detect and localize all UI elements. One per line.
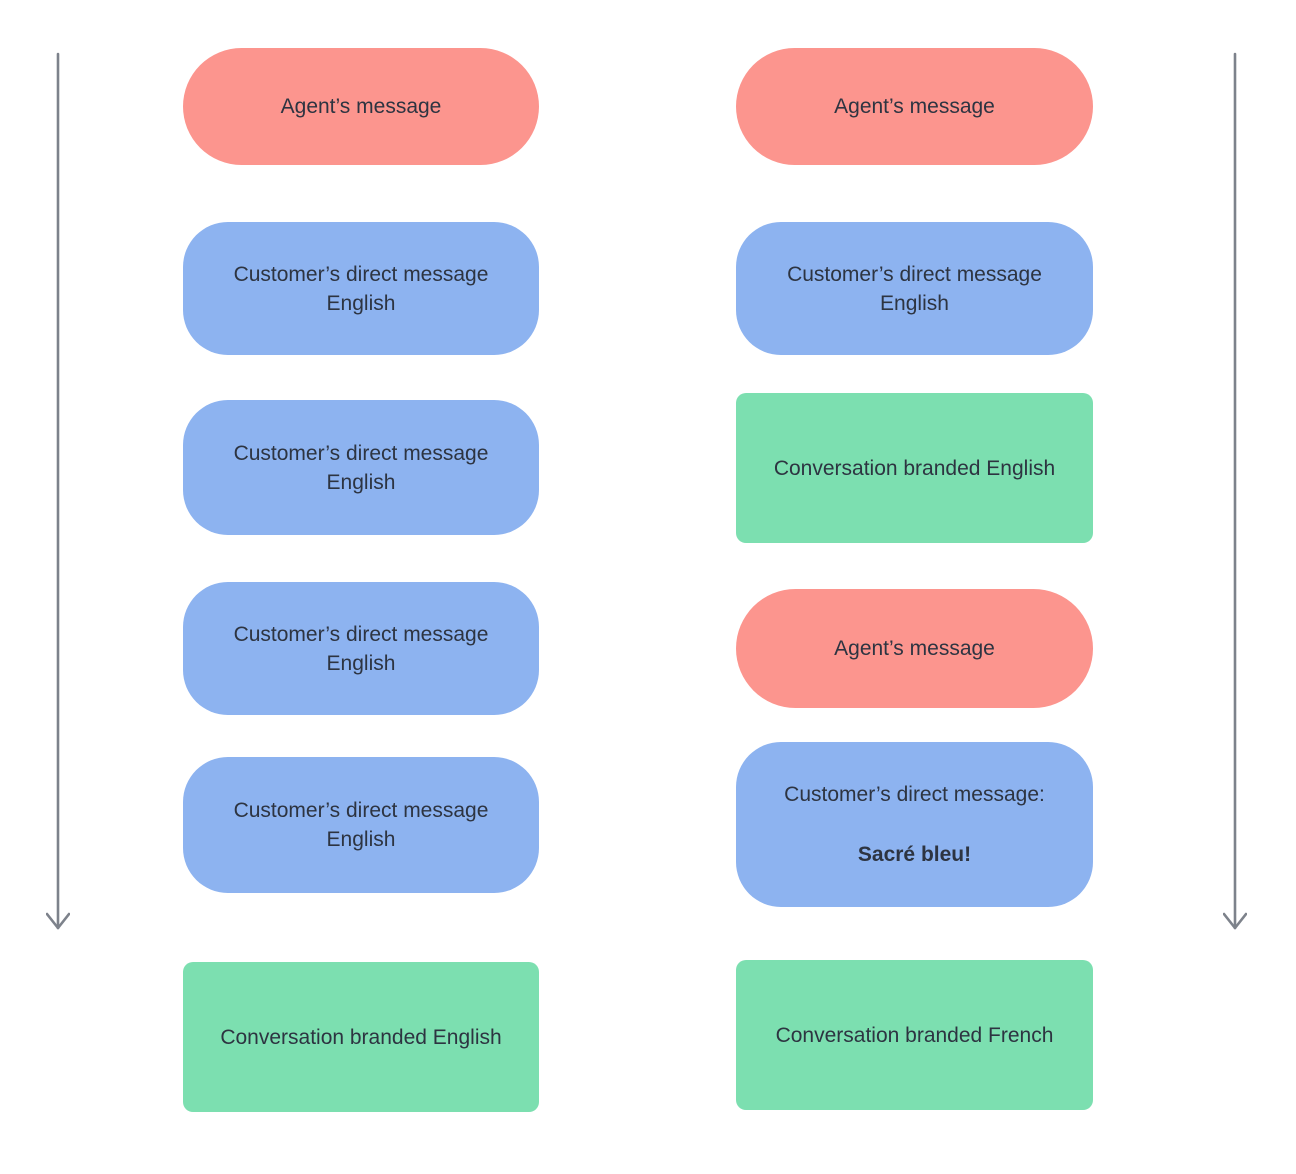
agent-message-bubble: Agent’s message — [736, 48, 1093, 165]
customer-direct-message-bubble: Customer’s direct message English — [183, 757, 539, 893]
bubble-label: Customer’s direct message — [233, 262, 489, 286]
agent-message-bubble: Agent’s message — [183, 48, 539, 165]
conversation-branded-box: Conversation branded English — [183, 962, 539, 1112]
box-label: Conversation branded English — [220, 1025, 502, 1049]
bubble-label: Agent’s message — [834, 637, 995, 660]
bubble-language-label: English — [326, 651, 396, 675]
bubble-label: Customer’s direct message — [233, 799, 489, 822]
bubble-label: Customer’s direct message — [787, 262, 1042, 286]
bubble-label: Agent’s message — [280, 95, 442, 118]
customer-direct-message-bubble: Customer’s direct message English — [183, 400, 539, 535]
customer-direct-message-bubble: Customer’s direct message English — [183, 222, 539, 355]
down-arrow-icon — [46, 52, 70, 930]
box-label: Conversation branded French — [775, 1023, 1054, 1047]
conversation-branded-box: Conversation branded English — [736, 393, 1093, 543]
down-arrow-icon — [1223, 52, 1247, 930]
bubble-french-exclamation: Sacré bleu! — [857, 843, 972, 866]
bubble-label: Customer’s direct message — [233, 441, 489, 465]
bubble-language-label: English — [880, 291, 949, 315]
bubble-label: Customer’s direct message: — [784, 783, 1045, 806]
customer-direct-message-french-bubble: Customer’s direct message: Sacré bleu! — [736, 742, 1093, 907]
customer-direct-message-bubble: Customer’s direct message English — [736, 222, 1093, 355]
bubble-language-label: English — [326, 470, 396, 494]
customer-direct-message-bubble: Customer’s direct message English — [183, 582, 539, 715]
box-label: Conversation branded English — [773, 456, 1056, 480]
bubble-label: Customer’s direct message — [233, 622, 489, 646]
conversation-branded-box: Conversation branded French — [736, 960, 1093, 1110]
bubble-language-label: English — [326, 828, 396, 851]
agent-message-bubble: Agent’s message — [736, 589, 1093, 708]
bubble-label: Agent’s message — [834, 95, 995, 118]
bubble-language-label: English — [326, 291, 396, 315]
